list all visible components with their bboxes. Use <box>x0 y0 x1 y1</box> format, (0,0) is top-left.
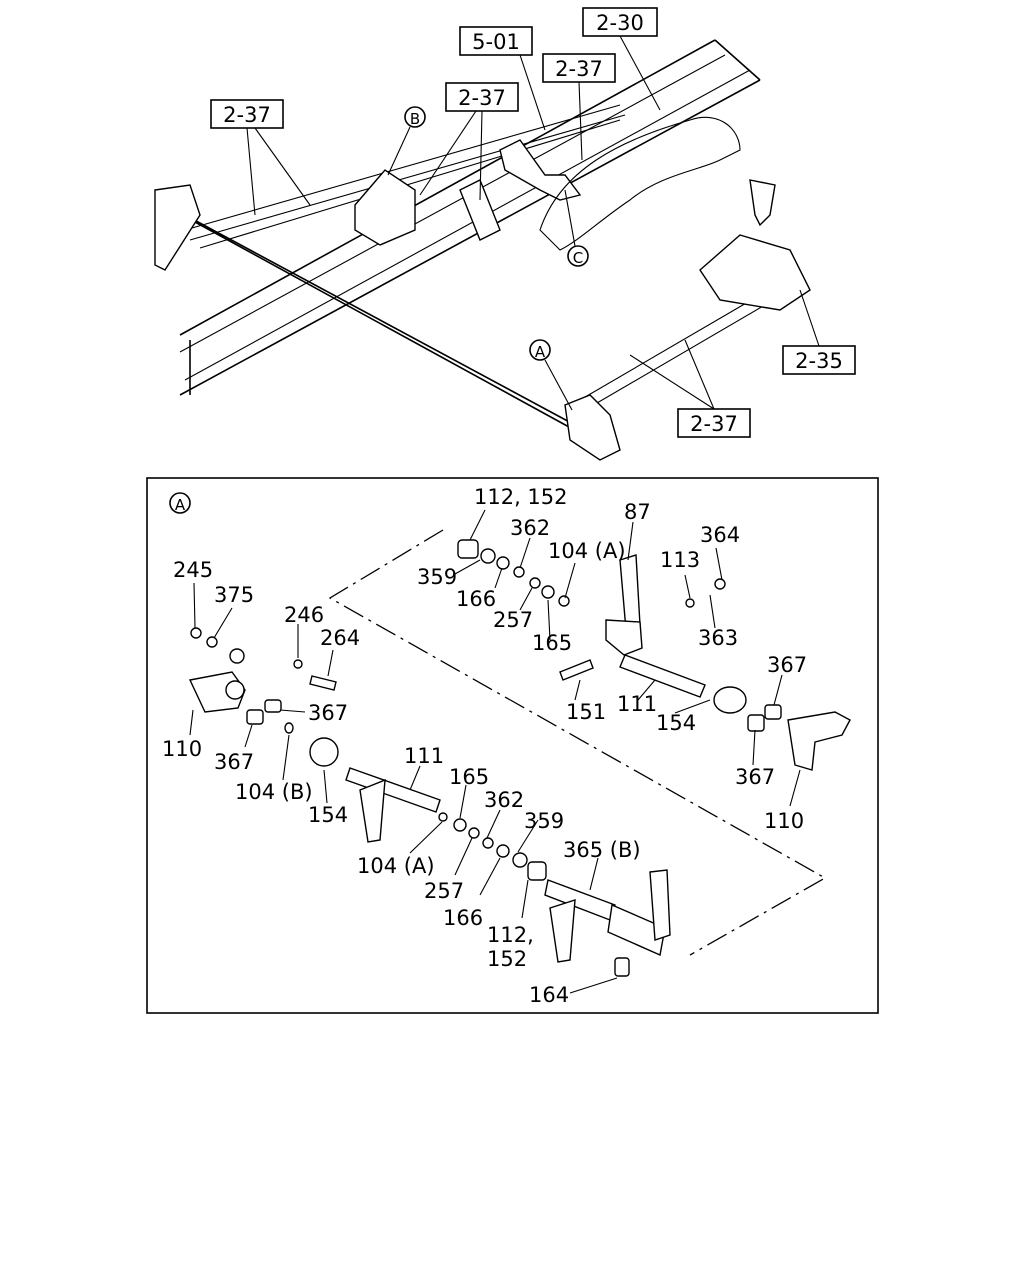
callout: 246 <box>284 603 324 627</box>
callout: 363 <box>698 626 738 650</box>
overview-ref-label: 2-30 <box>582 7 661 111</box>
callout: 152 <box>487 947 527 971</box>
ref-label-text: 2-30 <box>596 11 644 35</box>
callout: 365 (B) <box>563 838 641 862</box>
leader-lines <box>189 509 801 994</box>
callout: 367 <box>214 750 254 774</box>
callout: 110 <box>764 809 804 833</box>
ref-label-text: 2-37 <box>690 412 738 436</box>
ref-label-text: 2-37 <box>555 57 603 81</box>
detail-marker-a: A <box>529 339 573 411</box>
callout: 111 <box>617 692 657 716</box>
callout: 113 <box>660 548 700 572</box>
callout: 165 <box>532 631 572 655</box>
callout: 112, 152 <box>474 485 568 509</box>
overview-ref-label: 2-37 <box>210 99 311 216</box>
detail-frame <box>146 477 879 1014</box>
detail-marker-a: A <box>169 492 191 514</box>
ref-label-text: 5-01 <box>472 30 520 54</box>
overview-ref-label: 2-37 <box>542 53 616 161</box>
callout: 154 <box>308 803 348 827</box>
callout: 375 <box>214 583 254 607</box>
callout: 367 <box>767 653 807 677</box>
callout: 359 <box>524 809 564 833</box>
callout: 367 <box>308 701 348 725</box>
callout: 164 <box>529 983 569 1007</box>
callout: 166 <box>443 906 483 930</box>
callout: 111 <box>404 744 444 768</box>
callout: 104 (A) <box>548 539 626 563</box>
callout: 166 <box>456 587 496 611</box>
callout: 257 <box>424 879 464 903</box>
overview-ref-label: 5-01 <box>459 26 546 131</box>
ref-label-text: 2-35 <box>795 349 843 373</box>
callout: 154 <box>656 711 696 735</box>
svg-text:A: A <box>535 343 546 361</box>
callout: 110 <box>162 737 202 761</box>
callout: 264 <box>320 626 360 650</box>
callout: 367 <box>735 765 775 789</box>
overview-ref-label: 2-37 <box>629 339 751 438</box>
callout: 112, <box>487 923 534 947</box>
callout: 364 <box>700 523 740 547</box>
callout: 362 <box>484 788 524 812</box>
detail-marker-b: B <box>387 106 426 176</box>
overview-drawing <box>154 39 811 461</box>
ref-label-text: 2-37 <box>458 86 506 110</box>
callout: 245 <box>173 558 213 582</box>
callout: 257 <box>493 608 533 632</box>
detail-callouts: 112, 152 362 87 104 (A) 364 359 113 166 … <box>162 485 807 1007</box>
overview-ref-label: 2-37 <box>419 82 519 201</box>
detail-marker-c: C <box>564 189 589 267</box>
callout: 104 (A) <box>357 854 435 878</box>
svg-text:A: A <box>175 496 186 514</box>
svg-text:B: B <box>410 110 420 128</box>
detail-parts <box>188 539 851 977</box>
ref-label-text: 2-37 <box>223 103 271 127</box>
callout: 151 <box>566 700 606 724</box>
callout: 165 <box>449 765 489 789</box>
callout: 87 <box>624 500 651 524</box>
callout: 359 <box>417 565 457 589</box>
callout: 362 <box>510 516 550 540</box>
callout: 104 (B) <box>235 780 313 804</box>
svg-text:C: C <box>573 249 583 267</box>
overview-ref-label: 2-35 <box>782 289 856 375</box>
assembly-axis <box>328 529 827 956</box>
